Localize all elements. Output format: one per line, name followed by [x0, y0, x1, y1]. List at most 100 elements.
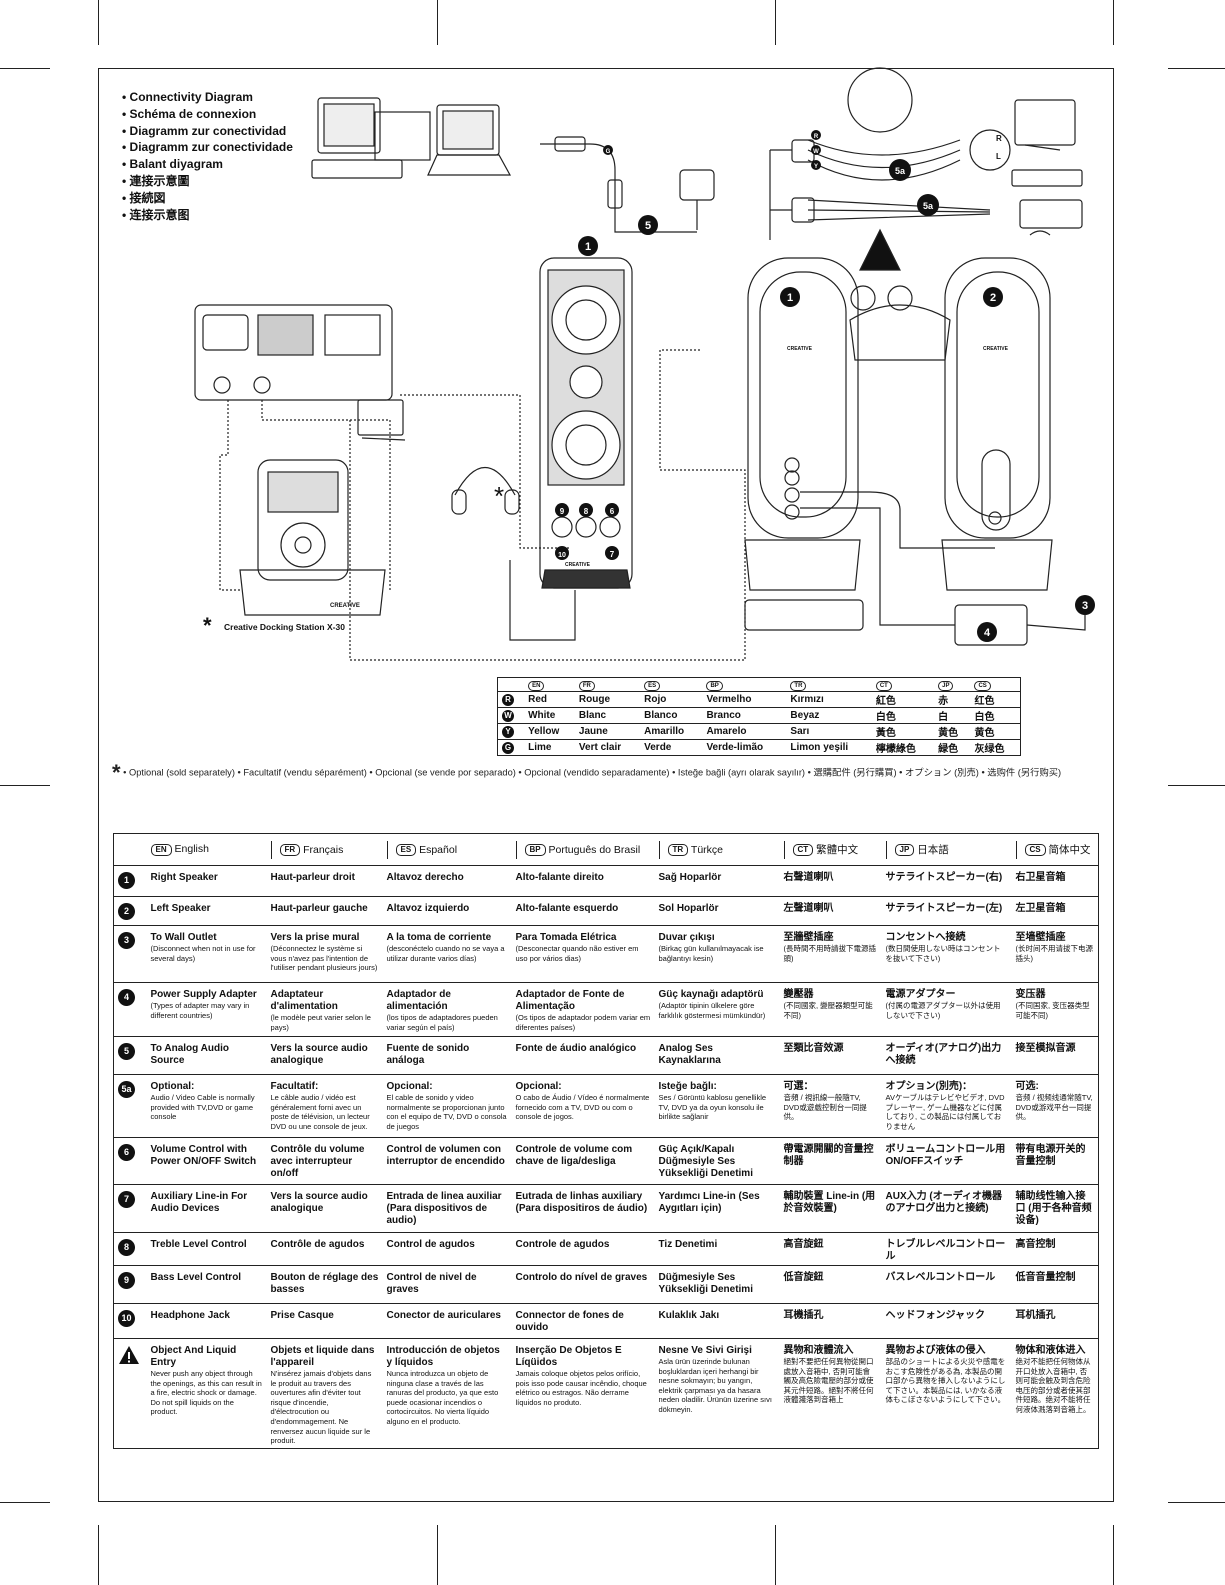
cell-title: Conector de auriculares [386, 1310, 501, 1321]
cell-title: ヘッドフォンジャック [885, 1310, 986, 1321]
cell-title: Bass Level Control [150, 1272, 242, 1283]
cell-title: 带有电源开关的音量控制 [1015, 1144, 1086, 1167]
cell-title: Haut-parleur gauche [270, 903, 368, 914]
legend-cell: Right Speaker [146, 865, 267, 897]
lang-tag: CS [974, 680, 991, 691]
lang-tag: BP [706, 680, 723, 691]
left-speaker-rear-icon [941, 257, 1053, 591]
color-name: Blanc [574, 707, 641, 724]
language-header: JP 日本語 [881, 833, 1012, 866]
cell-title: Düğmesiyle Ses Yüksekliği Denetimi [658, 1272, 753, 1295]
cell-title: Contrôle du volume avec interrupteur on/… [270, 1144, 365, 1179]
callout-9: 9 [560, 507, 565, 516]
cell-note: 绝对不能把任何物体从开口处放入音箱中, 否则可能会触及到含危险电压的部分或者使其… [1015, 1357, 1091, 1414]
legend-cell: Tiz Denetimi [654, 1232, 780, 1266]
cell-title: 至墙壁插座 [1015, 932, 1066, 943]
desktop-computer-icon [311, 97, 431, 179]
cell-title: 物体和液体进入 [1015, 1345, 1086, 1356]
legend-cell: Power Supply Adapter(Types of adapter ma… [146, 982, 267, 1037]
cell-title: Sağ Hoparlör [658, 872, 722, 883]
legend-cell: A la toma de corriente(desconéctelo cuan… [382, 925, 512, 983]
lang-code-tag: BP [524, 844, 546, 857]
callout-number: 2 [118, 903, 135, 920]
cell-title: 接至模拟音源 [1015, 1043, 1076, 1054]
cell-title: コンセントへ接続 [885, 932, 966, 943]
lang-name: English [174, 843, 209, 855]
legend-cell: Duvar çıkışı(Birkaç gün kullanılmayacak … [654, 925, 780, 983]
legend-cell: 低音旋鈕 [779, 1265, 882, 1304]
cell-title: 輔助裝置 Line-in (用於音效裝置) [783, 1191, 876, 1214]
cell-title: Opcional: [515, 1081, 562, 1092]
color-name: 緑色 [934, 739, 971, 756]
legend-cell: Facultatif:Le câble audio / vidéo est gé… [266, 1074, 383, 1138]
legend-cell: Control de nivel de graves [382, 1265, 512, 1304]
legend-cell: 可選：音頻 / 視訊線一般隨TV, DVD或遊戲控制台一同提供。 [779, 1074, 882, 1138]
legend-cell: Adaptateur d'alimentation(le modèle peut… [266, 982, 383, 1037]
legend-cell: 左卫星音箱 [1011, 896, 1099, 926]
color-name: Limon yeşili [786, 739, 872, 756]
legend-cell: Auxiliary Line-in For Audio Devices [146, 1184, 267, 1233]
cell-note: Asla ürün üzerinde bulunan boşluklardan … [658, 1357, 772, 1414]
cell-note: O cabo de Áudio / Vídeo é normalmente fo… [515, 1093, 650, 1122]
cell-title: 变压器 [1015, 989, 1046, 1000]
cell-note: 絕對不要把任何異物從開口處放入音箱中, 否則可能會觸及高危險電壓的部分或使其元件… [783, 1357, 874, 1405]
title-bullet: Diagramm zur conectividad [122, 123, 293, 140]
connector-letter-icon: Y [502, 725, 514, 738]
color-name: Verde [640, 739, 703, 756]
legend-cell: Contrôle de agudos [266, 1232, 383, 1266]
callout-number: 9 [118, 1272, 135, 1289]
cell-title: Controlo do nível de graves [515, 1272, 648, 1283]
cell-title: Prise Casque [270, 1310, 334, 1321]
cell-title: Headphone Jack [150, 1310, 230, 1321]
brand-logo: CREATIVE [565, 562, 591, 568]
crop-mark [775, 0, 776, 45]
lang-name: 简体中文 [1048, 843, 1091, 856]
title-bullet: 連接示意圖 [122, 173, 293, 190]
optional-asterisk-icon: * [494, 481, 504, 511]
color-name: 白 [934, 707, 971, 724]
cell-title: Altavoz derecho [386, 872, 464, 883]
crop-mark [437, 1525, 438, 1585]
cell-title: Inserção De Objetos E Líqüidos [515, 1345, 622, 1368]
cell-note: (不同國家, 變壓器類型可能不同) [783, 1001, 873, 1020]
color-name: Red [524, 691, 575, 708]
lang-tag: FR [578, 680, 595, 691]
callout-number: 4 [118, 989, 135, 1006]
cell-note: (付属の電源アダプター以外は使用しないで下さい) [885, 1001, 1001, 1020]
color-name: 白色 [871, 707, 935, 724]
cell-note: 音频 / 视频线通常随TV, DVD或游戏平台一同提供。 [1015, 1093, 1093, 1122]
legend-cell: Haut-parleur gauche [266, 896, 383, 926]
legend-cell: 輔助裝置 Line-in (用於音效裝置) [779, 1184, 882, 1233]
laptop-icon [427, 104, 512, 176]
cell-title: 耳機插孔 [783, 1310, 824, 1321]
legend-cell: 變壓器(不同國家, 變壓器類型可能不同) [779, 982, 882, 1037]
legend-cell: Control de volumen con interruptor de en… [382, 1137, 512, 1185]
warning-triangle-icon [859, 228, 901, 271]
legend-cell: 带有电源开关的音量控制 [1011, 1137, 1099, 1185]
legend-cell: Contrôle du volume avec interrupteur on/… [266, 1137, 383, 1185]
title-bullet: Connectivity Diagram [122, 89, 293, 106]
color-name: Lime [524, 739, 575, 756]
cell-title: Bouton de réglage des basses [270, 1272, 379, 1295]
cell-title: Contrôle de agudos [270, 1239, 365, 1250]
cell-note: 音頻 / 視訊線一般隨TV, DVD或遊戲控制台一同提供。 [783, 1093, 867, 1122]
legend-cell: Controle de volume com chave de liga/des… [511, 1137, 655, 1185]
legend-cell: Connector de fones de ouvido [511, 1303, 655, 1339]
language-header: CT 繁體中文 [779, 833, 882, 866]
cell-note: Nunca introduzca un objeto de ninguna cl… [386, 1369, 499, 1426]
legend-cell: Eutrada de linhas auxiliary (Para dispos… [511, 1184, 655, 1233]
cell-title: Eutrada de linhas auxiliary (Para dispos… [515, 1191, 648, 1214]
legend-cell: 帶電源開關的音量控制器 [779, 1137, 882, 1185]
cell-title: Auxiliary Line-in For Audio Devices [150, 1191, 248, 1214]
cell-title: トレブルレベルコントロール [885, 1239, 1006, 1262]
cell-title: Volume Control with Power ON/OFF Switch [150, 1144, 257, 1167]
legend-cell: Fuente de sonido análoga [382, 1036, 512, 1075]
connector-letter-icon: W [502, 709, 514, 722]
legend-cell: Left Speaker [146, 896, 267, 926]
color-name: White [524, 707, 575, 724]
cell-note: (Os tipos de adaptador podem variar em d… [515, 1013, 651, 1032]
language-header: EN English [146, 833, 267, 866]
cell-title: Optional: [150, 1081, 195, 1092]
cell-title: Sol Hoparlör [658, 903, 719, 914]
